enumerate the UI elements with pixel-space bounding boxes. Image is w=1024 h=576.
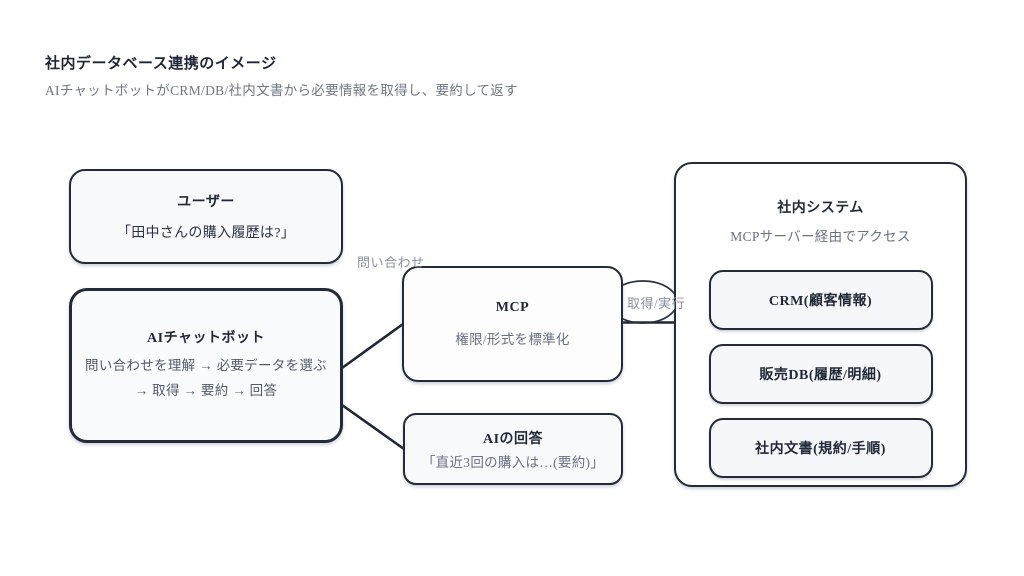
node-answer: AIの回答 「直近3回の購入は…(要約)」 [403, 413, 623, 485]
node-chatbot-desc-line2: → 取得 → 要約 → 回答 [134, 383, 278, 398]
node-system-title: 社内システム [777, 201, 864, 216]
node-chatbot-desc-line1: 問い合わせを理解 → 必要データを選ぶ [85, 358, 327, 374]
page-subtitle: AIチャットボットがCRM/DB/社内文書から必要情報を取得し、要約して返す [45, 83, 518, 98]
edge-chatbot-to-answer [340, 403, 406, 451]
node-answer-quote: 「直近3回の購入は…(要約)」 [421, 454, 605, 470]
system-items: CRM(顧客情報) 販売DB(履歴/明細) 社内文書(規約/手順) [708, 270, 933, 478]
system-item-crm: CRM(顧客情報) [708, 270, 933, 330]
node-chatbot-desc: 問い合わせを理解 → 必要データを選ぶ → 取得 → 要約 → 回答 [85, 354, 327, 404]
node-chatbot-title: AIチャットボット [147, 331, 265, 347]
system-item-docs: 社内文書(規約/手順) [708, 418, 933, 478]
system-item-sales-db: 販売DB(履歴/明細) [708, 344, 933, 404]
node-mcp-title: MCP [495, 300, 530, 315]
node-user: ユーザー 「田中さんの購入履歴は?」 [69, 169, 343, 264]
edge-label-fetch: 取得/実行 [627, 296, 686, 311]
node-chatbot: AIチャットボット 問い合わせを理解 → 必要データを選ぶ → 取得 → 要約 … [69, 288, 343, 443]
page-title: 社内データベース連携のイメージ [45, 56, 277, 72]
node-user-quote: 「田中さんの購入履歴は?」 [116, 226, 296, 241]
node-system: 社内システム MCPサーバー経由でアクセス CRM(顧客情報) 販売DB(履歴/… [674, 162, 967, 487]
node-user-title: ユーザー [177, 195, 235, 210]
node-mcp: MCP 権限/形式を標準化 [402, 266, 623, 382]
edge-chatbot-to-mcp [340, 322, 405, 370]
node-system-desc: MCPサーバー経由でアクセス [730, 229, 911, 244]
node-mcp-desc: 権限/形式を標準化 [455, 332, 570, 347]
node-answer-title: AIの回答 [482, 431, 544, 447]
edge-label-inquiry: 問い合わせ [357, 255, 425, 270]
